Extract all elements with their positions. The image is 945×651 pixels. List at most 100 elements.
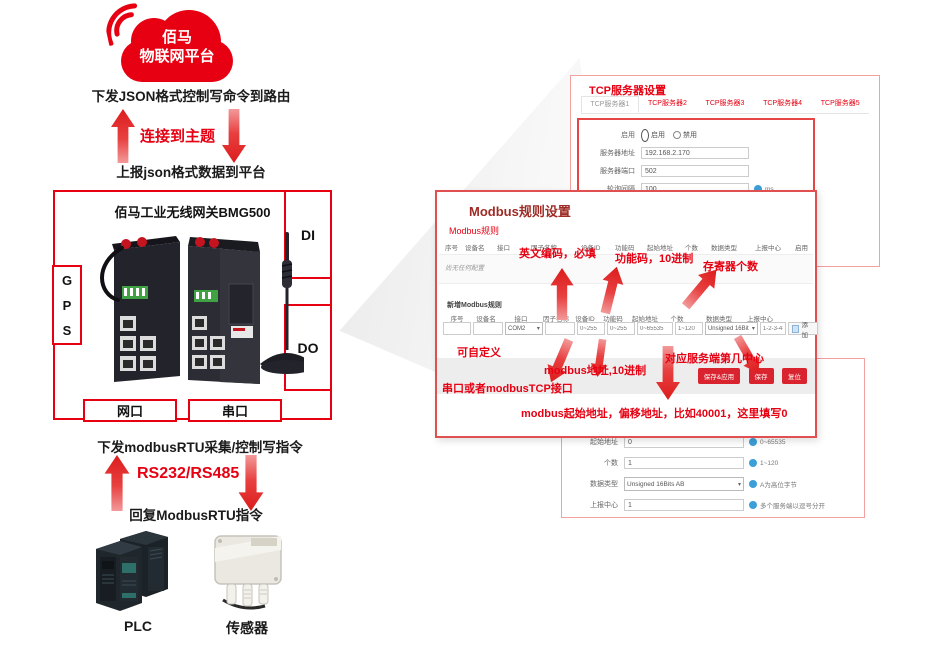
server-port-input[interactable]	[641, 165, 749, 177]
info-icon	[749, 501, 757, 509]
report-center-input[interactable]	[624, 499, 744, 511]
rs232-rs485-label: RS232/RS485	[137, 465, 240, 482]
server-address-label: 服务器地址	[600, 150, 635, 157]
cloud-label-line2: 物联网平台	[139, 48, 215, 65]
wifi-signal-icon	[106, 3, 138, 46]
col-start-address: 起始地址	[632, 316, 658, 323]
chevron-down-icon	[752, 325, 755, 332]
do-box: DO	[284, 304, 332, 391]
add-rule-row: COM2 Unsigned 16Bit 添加	[443, 322, 818, 339]
start-address-hint: 0~65535	[760, 438, 786, 446]
up-arrow	[104, 455, 130, 511]
count-input[interactable]	[674, 322, 703, 335]
lan-port-box: 网口	[83, 399, 177, 422]
device-id-input[interactable]	[576, 322, 605, 335]
up-right-arrow	[681, 269, 717, 310]
col-func-code: 功能码	[615, 245, 635, 252]
add-icon	[791, 324, 800, 333]
sensor-label: 传感器	[226, 620, 268, 636]
gps-label: GPS	[61, 272, 73, 338]
cloud-label: 佰马 物联网平台	[111, 28, 243, 66]
save-apply-button[interactable]: 保存&应用	[697, 368, 741, 384]
interface-select[interactable]: COM2	[505, 322, 543, 335]
chevron-down-icon	[537, 325, 540, 332]
annotation-serial-or-tcp: 串口或者modbusTCP接口	[442, 383, 573, 395]
count-label: 个数	[604, 460, 618, 467]
report-center-input[interactable]	[759, 322, 786, 335]
tcp-panel-title: TCP服务器设置	[589, 85, 666, 97]
enable-on-label: 启用	[651, 132, 665, 139]
iot-cloud	[121, 10, 233, 82]
down-arrow	[590, 338, 608, 377]
info-icon	[749, 480, 757, 488]
col-device-name: 设备名	[476, 316, 496, 323]
modbus-reply-label: 回复ModbusRTU指令	[129, 508, 263, 523]
info-icon	[754, 185, 762, 193]
col-func-code: 功能码	[603, 316, 623, 323]
enable-label: 启用	[621, 132, 635, 139]
annotation-customizable: 可自定义	[457, 347, 501, 359]
col-data-type: 数据类型	[711, 245, 737, 252]
info-icon	[749, 459, 757, 467]
server-address-input[interactable]	[641, 147, 749, 159]
add-rule-header: 序号 设备名 接口 因子名称 设备ID 功能码 起始地址 个数 数据类型 上报中…	[443, 313, 774, 323]
start-address-input[interactable]	[636, 322, 673, 335]
col-count: 个数	[685, 245, 698, 252]
data-type-select[interactable]: Unsigned 16Bit	[704, 322, 758, 335]
reset-button[interactable]: 复位	[782, 368, 807, 384]
col-seq: 序号	[445, 245, 458, 252]
tab-tcp-server-2[interactable]: TCP服务器2	[647, 100, 687, 107]
add-button-label: 添加	[801, 321, 808, 339]
annotation-func-code: 功能码，10进制	[615, 253, 694, 265]
col-device-name: 设备名	[465, 245, 485, 252]
tab-tcp-server-4[interactable]: TCP服务器4	[763, 100, 803, 107]
factor-name-input[interactable]	[544, 322, 575, 335]
tab-tcp-server-1[interactable]: TCP服务器1	[581, 96, 639, 113]
save-button[interactable]: 保存	[748, 368, 774, 384]
col-interface: 接口	[497, 245, 510, 252]
add-rule-section-label: 新增Modbus规则	[447, 302, 502, 309]
col-device-id: 设备ID	[575, 316, 595, 323]
annotation-register-count: 存寄器个数	[703, 261, 758, 273]
func-code-input[interactable]	[606, 322, 635, 335]
json-report-up-label: 上报json格式数据到平台	[116, 165, 266, 180]
modbus-panel-title: Modbus规则设置	[469, 204, 571, 219]
tcp-server-panel: TCP服务器设置 TCP服务器1 TCP服务器2 TCP服务器3 TCP服务器4…	[570, 75, 880, 267]
lan-port-label: 网口	[116, 404, 143, 419]
json-cmd-down-label: 下发JSON格式控制写命令到路由	[91, 89, 291, 104]
count-input[interactable]	[624, 457, 744, 469]
col-start-address: 起始地址	[647, 245, 673, 252]
annotation-factor-name: 英文编码，必填	[519, 248, 596, 260]
annotation-center-number: 对应服务端第几中心	[665, 353, 764, 365]
tab-tcp-server-3[interactable]: TCP服务器3	[705, 100, 745, 107]
annotation-modbus-address: modbus地址,10进制	[544, 365, 647, 377]
enable-radio-on[interactable]	[641, 128, 649, 142]
data-type-label: 数据类型	[590, 481, 618, 488]
up-arrow	[550, 268, 574, 320]
data-type-value: Unsigned 16Bit	[707, 325, 749, 332]
annotation-offset-address: modbus起始地址，偏移地址，比如40001，这里填写0	[521, 408, 788, 420]
down-left-arrow	[547, 338, 574, 383]
do-label: DO	[297, 339, 319, 356]
down-right-arrow	[733, 334, 760, 374]
down-arrow	[656, 346, 680, 400]
col-enable: 启用	[795, 245, 808, 252]
cloud-label-line1: 佰马	[161, 29, 192, 46]
poll-interval-unit: ms	[765, 185, 774, 193]
gateway-photo	[100, 232, 304, 384]
tab-tcp-server-5[interactable]: TCP服务器5	[820, 100, 860, 107]
data-type-select[interactable]: Unsigned 16Bits AB	[624, 477, 744, 491]
di-label: DI	[301, 226, 315, 243]
col-report-center: 上报中心	[747, 316, 773, 323]
col-seq: 序号	[450, 316, 464, 323]
modbus-rules-panel: Modbus规则设置 Modbus规则 序号 设备名 接口 因子名称 设备ID …	[435, 190, 818, 438]
count-hint: 1~120	[760, 459, 779, 467]
device-name-input[interactable]	[473, 322, 503, 335]
poll-interval-label: 轮询间隔	[579, 184, 635, 194]
seq-input[interactable]	[443, 322, 471, 335]
col-factor-name: 因子名称	[531, 245, 557, 252]
enable-radio-off[interactable]	[673, 131, 681, 139]
add-rule-button[interactable]: 添加	[787, 322, 818, 339]
enable-off-label: 禁用	[683, 132, 697, 139]
